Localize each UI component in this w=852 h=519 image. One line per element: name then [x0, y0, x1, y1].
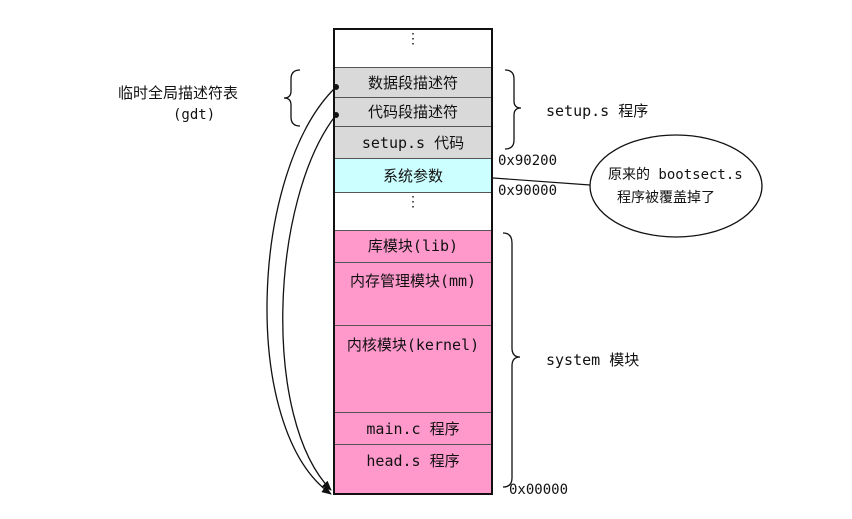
main-program-label: main.c 程序: [366, 420, 460, 438]
data-segment-descriptor-block: 数据段描述符: [333, 68, 493, 98]
head-program-label: head.s 程序: [366, 452, 460, 470]
system-module-label: system 模块: [546, 351, 640, 369]
gdt-label-line1: 临时全局描述符表: [118, 84, 239, 102]
main-program-block: main.c 程序: [333, 413, 493, 445]
system-params-label: 系统参数: [382, 167, 443, 185]
lib-module-block: 库模块(lib): [333, 231, 493, 263]
system-right-brace: [502, 232, 521, 488]
memory-gap: [333, 193, 493, 231]
setup-code-label: setup.s 代码: [361, 134, 465, 152]
system-params-block: 系统参数: [333, 159, 493, 193]
gdt-left-brace: [283, 69, 301, 127]
code-segment-descriptor-label: 代码段描述符: [367, 103, 458, 121]
lib-module-label: 库模块(lib): [367, 237, 459, 255]
mm-module-block: 内存管理模块(mm): [333, 263, 493, 326]
gdt-to-head-arrow-outer: [266, 86, 337, 495]
callout-line2: 程序被覆盖掉了: [617, 190, 715, 206]
callout-line1: 原来的 bootsect.s: [608, 167, 743, 183]
gdt-to-head-arrow-inner: [282, 114, 337, 491]
setup-right-brace: [504, 69, 522, 150]
setup-module-label: setup.s 程序: [546, 102, 649, 120]
address-0x90000: 0x90000: [498, 183, 558, 199]
address-0x90200: 0x90200: [498, 153, 558, 169]
data-segment-descriptor-label: 数据段描述符: [367, 74, 458, 92]
kernel-module-label: 内核模块(kernel): [346, 336, 480, 354]
setup-code-block: setup.s 代码: [333, 127, 493, 159]
gdt-label-line2: (gdt): [173, 107, 216, 123]
address-0x00000: 0x00000: [509, 482, 569, 498]
code-segment-descriptor-block: 代码段描述符: [333, 98, 493, 127]
mm-module-label: 内存管理模块(mm): [349, 272, 477, 290]
callout-ellipse: [589, 134, 763, 238]
callout-connector-line: [492, 177, 591, 186]
kernel-module-block: 内核模块(kernel): [333, 326, 493, 413]
memory-top-unused: [333, 28, 493, 68]
head-program-block: head.s 程序: [333, 445, 493, 495]
